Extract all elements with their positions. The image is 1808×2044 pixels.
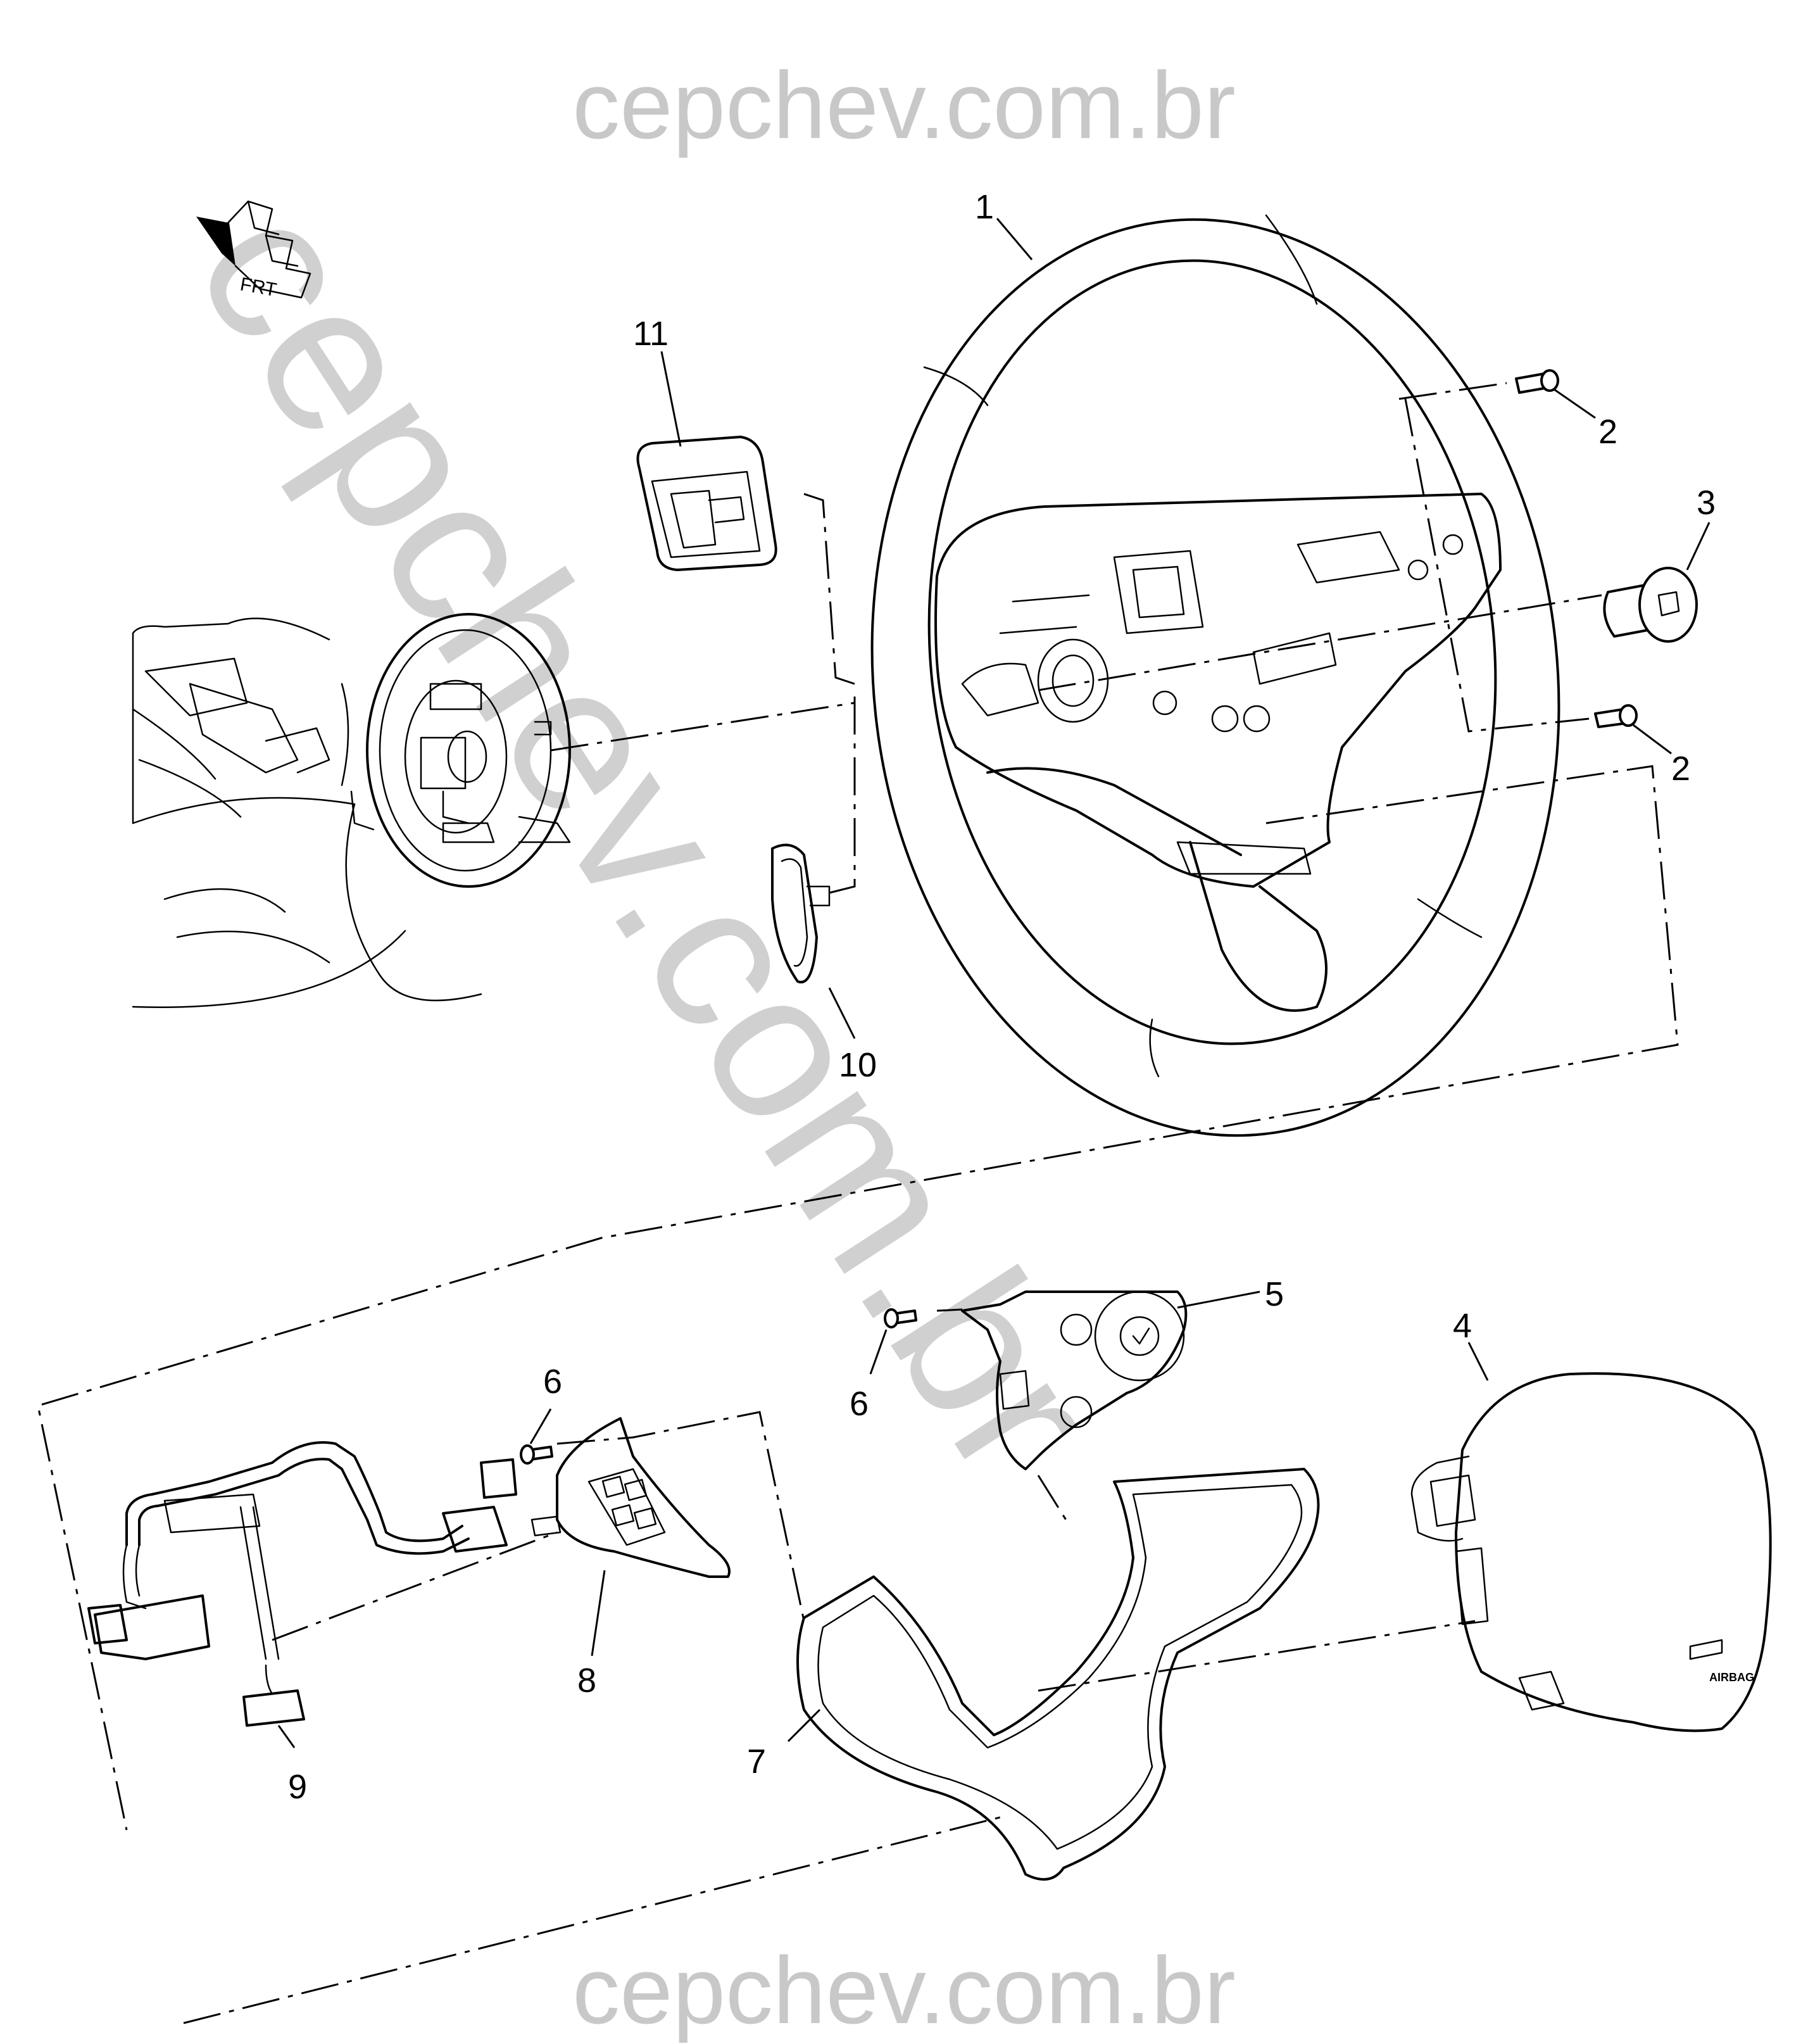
- callout-5: 5: [1265, 1275, 1284, 1313]
- callout-8: 8: [577, 1662, 596, 1700]
- airbag-module: [1410, 1372, 1772, 1732]
- wiring-harness: [87, 1441, 517, 1727]
- bolt-lower: [1594, 704, 1638, 728]
- screw-left: [520, 1444, 553, 1465]
- bolt-upper: [1515, 369, 1559, 394]
- right-control-switch: [961, 1290, 1188, 1470]
- airbag-emblem: AIRBAG: [1709, 1671, 1754, 1684]
- watermark-bottom: cepchev.com.br: [572, 1937, 1236, 2043]
- callout-4: 4: [1453, 1307, 1472, 1345]
- leader-lines: [277, 218, 1711, 1748]
- steering-wheel-bezel: [796, 1468, 1320, 1881]
- callout-11: 11: [633, 315, 669, 353]
- callout-7: 7: [747, 1743, 766, 1781]
- watermark-diagonal: cepchev.com.br: [151, 163, 1143, 1515]
- steering-column: [132, 617, 482, 1008]
- callout-6-left: 6: [543, 1363, 562, 1401]
- callout-2-upper: 2: [1598, 413, 1617, 451]
- callout-6-right: 6: [850, 1385, 869, 1423]
- switch-module-11: [636, 436, 777, 571]
- trim-clip-10: [771, 843, 831, 984]
- callout-2-lower: 2: [1671, 750, 1690, 788]
- callout-3: 3: [1697, 484, 1716, 522]
- callout-1: 1: [975, 188, 994, 226]
- steering-wheel-bolt: [1603, 567, 1698, 643]
- callout-9: 9: [288, 1768, 307, 1806]
- phantom-lines: [37, 382, 1679, 2024]
- screw-right: [884, 1308, 917, 1328]
- watermark-top: cepchev.com.br: [572, 52, 1236, 158]
- steering-wheel: [870, 214, 1560, 1137]
- front-arrow-icon: [196, 200, 311, 299]
- left-control-switch: [530, 1417, 731, 1578]
- callout-numbers: 1 2 2 3 4 5 6 6 7 8 9 10 11: [288, 188, 1716, 1806]
- callout-10: 10: [839, 1046, 877, 1084]
